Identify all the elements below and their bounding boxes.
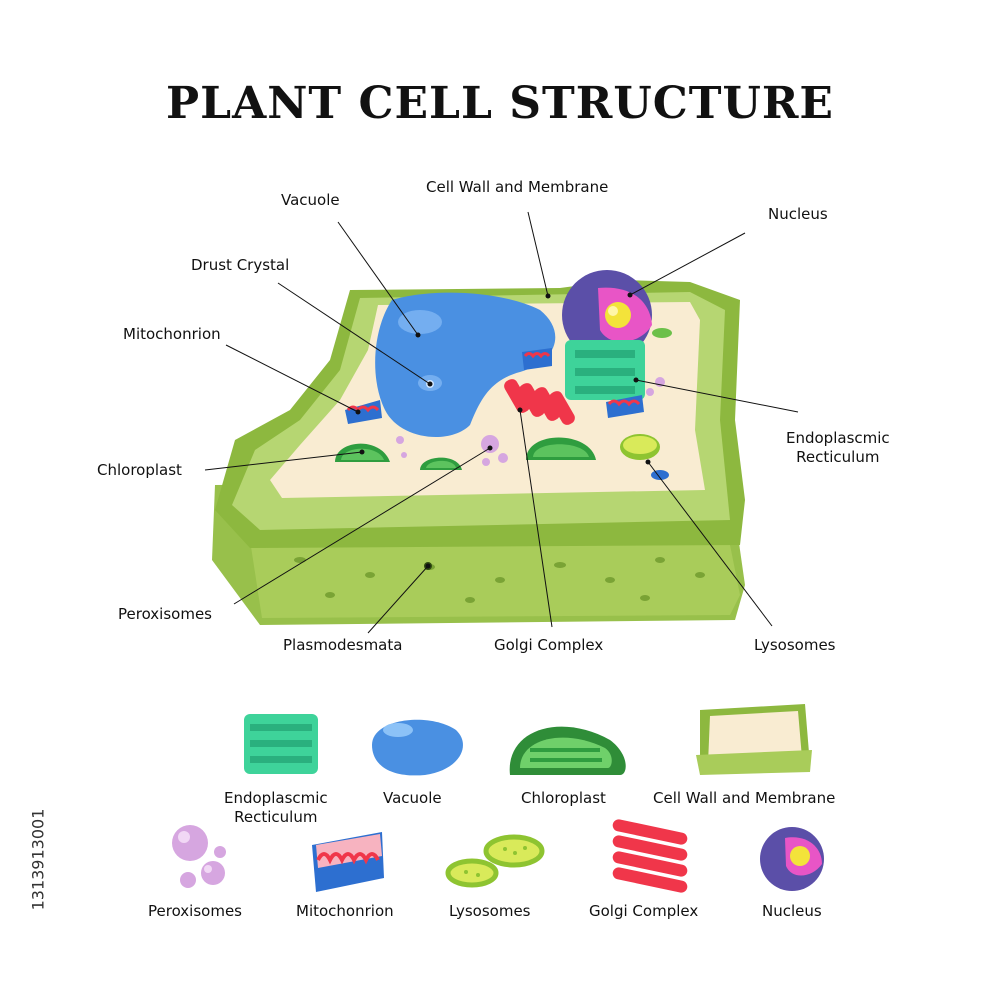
legend-chloroplast-label: Chloroplast: [521, 789, 606, 807]
legend-er-label: Endoplascmic Recticulum: [224, 789, 328, 827]
label-plasmodesmata: Plasmodesmata: [283, 636, 403, 654]
golgi-complex: [504, 379, 575, 425]
legend-chloroplast-icon: [509, 726, 626, 775]
legend-er-line1: Endoplascmic: [224, 789, 328, 807]
legend-cell-wall-label: Cell Wall and Membrane: [653, 789, 836, 807]
legend-nucleus-icon: [760, 827, 824, 891]
label-vacuole: Vacuole: [281, 191, 340, 209]
page-title: PLANT CELL STRUCTURE: [166, 78, 834, 129]
label-er-line1: Endoplascmic: [786, 429, 890, 447]
label-peroxisomes: Peroxisomes: [118, 605, 212, 623]
legend-golgi-icon: [612, 819, 688, 893]
legend-vacuole-label: Vacuole: [383, 789, 442, 807]
leader-lines: [204, 211, 799, 634]
legend-lysosomes-label: Lysosomes: [449, 902, 531, 920]
legend-peroxisomes-icon: [172, 825, 226, 888]
label-lysosomes: Lysosomes: [754, 636, 836, 654]
legend-lysosomes-icon: [445, 834, 545, 888]
label-er-line2: Recticulum: [796, 448, 880, 466]
nucleus: [562, 270, 652, 360]
plant-cell: [212, 270, 745, 625]
label-drust-crystal: Drust Crystal: [191, 256, 290, 274]
image-id: 1313913001: [28, 808, 48, 911]
leader-dots: [355, 292, 651, 569]
legend-er-line2: Recticulum: [234, 808, 318, 826]
label-golgi: Golgi Complex: [494, 636, 604, 654]
legend-mitochondrion-label: Mitochonrion: [296, 902, 394, 920]
lysosome: [620, 434, 669, 480]
legend-cell-wall-icon: [696, 704, 812, 775]
legend-peroxisomes-label: Peroxisomes: [148, 902, 242, 920]
label-cell-wall: Cell Wall and Membrane: [426, 178, 609, 196]
endoplasmic-reticulum: [565, 340, 645, 400]
label-mitochondrion: Mitochonrion: [123, 325, 221, 343]
peroxisome: [396, 377, 665, 466]
label-er: Endoplascmic Recticulum: [786, 429, 890, 467]
label-chloroplast: Chloroplast: [97, 461, 182, 479]
legend-er-icon: [244, 714, 318, 774]
legend-golgi-label: Golgi Complex: [589, 902, 699, 920]
mitochondrion: [345, 348, 644, 424]
legend-nucleus-label: Nucleus: [762, 902, 822, 920]
label-nucleus: Nucleus: [768, 205, 828, 223]
legend-mitochondrion-icon: [312, 832, 384, 892]
legend-vacuole-icon: [372, 719, 463, 776]
